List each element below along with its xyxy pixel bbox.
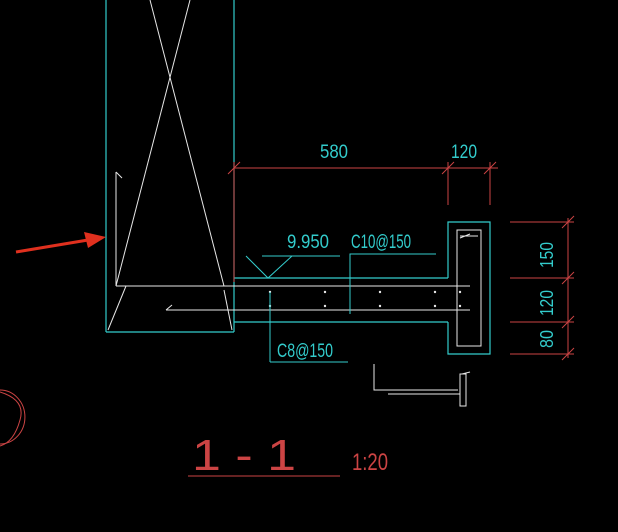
slab xyxy=(234,277,448,323)
dim-120-right: 120 xyxy=(537,290,557,316)
rebar-top-label: C10@150 xyxy=(351,232,411,253)
right-dimension xyxy=(510,215,575,361)
left-rebar xyxy=(115,171,123,286)
section-marker-arc xyxy=(0,389,26,445)
slab-rebars xyxy=(116,285,470,311)
dim-580: 580 xyxy=(320,142,348,163)
column xyxy=(105,0,235,333)
dim-120-top: 120 xyxy=(451,142,477,163)
elevation-label: 9.950 xyxy=(287,232,329,253)
rebar-dots xyxy=(268,290,462,308)
annotation-arrow xyxy=(15,232,106,254)
hook-detail xyxy=(373,364,471,407)
leader-lines xyxy=(269,253,436,363)
column-cross-lines xyxy=(107,0,233,331)
scale-label: 1:20 xyxy=(352,449,388,476)
edge-beam xyxy=(447,221,491,355)
section-marker-curve xyxy=(0,391,22,447)
dim-150-right: 150 xyxy=(537,242,557,268)
top-dimension xyxy=(227,161,498,282)
rebar-bottom-label: C8@150 xyxy=(277,341,333,362)
section-title: 1 - 1 xyxy=(192,431,296,480)
dim-80-right: 80 xyxy=(537,330,557,348)
elevation-marker xyxy=(245,255,340,279)
